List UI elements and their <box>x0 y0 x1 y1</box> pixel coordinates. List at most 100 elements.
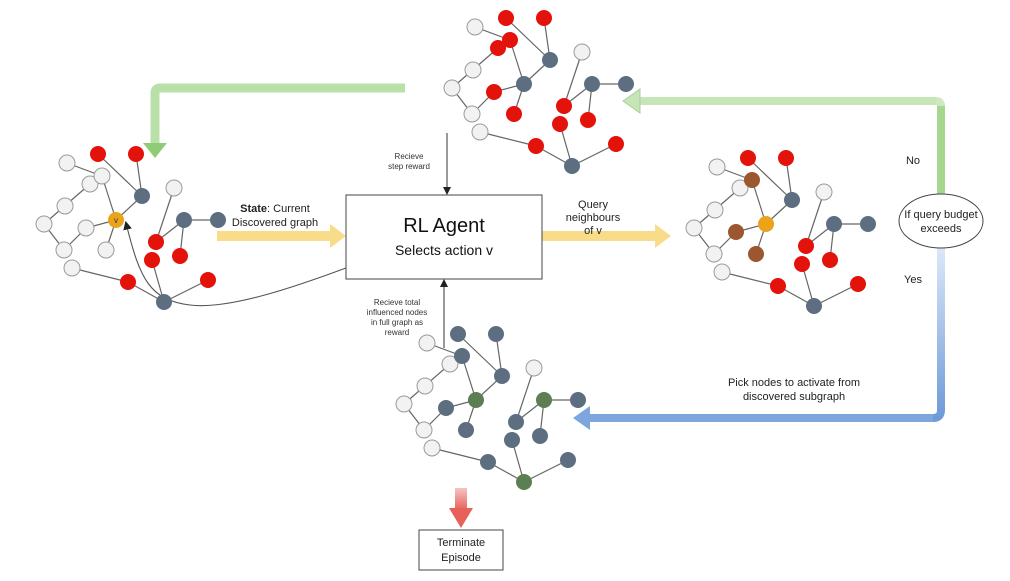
unvisited-node <box>573 43 591 61</box>
discovered-node <box>120 274 136 290</box>
discovered-node <box>794 256 810 272</box>
activated-node <box>468 392 484 408</box>
queried-node <box>134 188 150 204</box>
queried-node <box>532 428 548 444</box>
terminate-arrow <box>449 488 473 528</box>
queried-node <box>480 454 496 470</box>
graph-edge <box>747 157 793 201</box>
queried-node <box>584 76 600 92</box>
step-reward-line2: step reward <box>388 162 430 171</box>
queried-node <box>826 216 842 232</box>
discovered-node <box>506 106 522 122</box>
total-reward-line4: reward <box>385 328 409 337</box>
unvisited-node <box>55 241 73 259</box>
queried-node <box>618 76 634 92</box>
unvisited-node <box>443 79 461 97</box>
unvisited-node <box>395 395 413 413</box>
agent-title: RL Agent <box>403 215 485 237</box>
queried-node <box>542 52 558 68</box>
query-label-line3: of v <box>584 225 602 237</box>
discovered-node <box>552 116 568 132</box>
unvisited-node <box>441 355 459 373</box>
selected-node-label: v <box>114 216 118 225</box>
discovered-node <box>580 112 596 128</box>
graph-edge <box>721 271 779 287</box>
discovered-node <box>608 136 624 152</box>
agent-subtitle: Selects action v <box>395 242 493 258</box>
discovered-node <box>528 138 544 154</box>
discovered-node <box>148 234 164 250</box>
discovered-node <box>144 252 160 268</box>
queried-node <box>504 432 520 448</box>
queried-node <box>806 298 822 314</box>
bottom-graph <box>395 326 586 490</box>
queried-node <box>494 368 510 384</box>
queried-node <box>560 452 576 468</box>
state-label-line1: State: Current <box>240 203 310 215</box>
total-reward-line2: influenced nodes <box>367 308 428 317</box>
state-arrow <box>217 224 346 248</box>
no-branch-arrow <box>622 88 945 195</box>
discovered-node <box>778 150 794 166</box>
unvisited-node <box>463 105 481 123</box>
yes-branch-arrow <box>573 248 945 430</box>
unvisited-node <box>93 167 111 185</box>
right-graph <box>685 150 876 314</box>
unvisited-node <box>81 175 99 193</box>
rl-agent-box: RL Agent Selects action v <box>345 194 543 280</box>
decision-line2: exceeds <box>921 223 962 235</box>
discovered-node <box>486 84 502 100</box>
queried-node <box>508 414 524 430</box>
unvisited-node <box>706 201 724 219</box>
discovered-node <box>502 32 518 48</box>
terminate-box: Terminate Episode <box>418 529 504 571</box>
graph-edge <box>431 447 489 463</box>
terminate-line2: Episode <box>441 552 481 564</box>
action-feedback-curve <box>123 220 347 307</box>
discovered-node <box>172 248 188 264</box>
graph-edge <box>571 143 617 167</box>
unvisited-node <box>471 123 489 141</box>
neighbour-node <box>748 246 764 262</box>
unvisited-node <box>815 183 833 201</box>
queried-node <box>438 400 454 416</box>
no-label: No <box>906 155 920 167</box>
unvisited-node <box>415 421 433 439</box>
discovered-node <box>200 272 216 288</box>
total-reward-line3: in full graph as <box>371 318 423 327</box>
unvisited-node <box>58 154 76 172</box>
budget-decision: If query budget exceeds <box>898 193 984 249</box>
terminate-line1: Terminate <box>437 537 485 549</box>
top-graph <box>443 10 634 174</box>
unvisited-node <box>416 377 434 395</box>
graph-edge <box>563 51 583 107</box>
activated-node <box>536 392 552 408</box>
graph-edge <box>155 187 175 243</box>
unvisited-node <box>56 197 74 215</box>
feedback-arrow-to-state <box>143 83 405 158</box>
unvisited-node <box>97 241 115 259</box>
decision-line1: If query budget <box>904 209 977 221</box>
pick-label-line2: discovered subgraph <box>743 391 845 403</box>
graph-edge <box>71 267 129 283</box>
unvisited-node <box>731 179 749 197</box>
discovered-node <box>850 276 866 292</box>
queried-node <box>564 158 580 174</box>
unvisited-node <box>466 18 484 36</box>
unvisited-node <box>464 61 482 79</box>
total-reward-line1: Recieve total <box>374 298 420 307</box>
queried-node <box>516 76 532 92</box>
queried-node <box>210 212 226 228</box>
query-arrow <box>542 224 671 248</box>
activated-node <box>516 474 532 490</box>
discovered-node <box>128 146 144 162</box>
graph-edge <box>813 283 859 307</box>
state-label-line2: Discovered graph <box>232 217 318 229</box>
queried-node <box>450 326 466 342</box>
discovered-node <box>490 40 506 56</box>
queried-node <box>454 348 470 364</box>
discovered-node <box>498 10 514 26</box>
step-reward-line1: Recieve <box>395 152 424 161</box>
discovered-node <box>798 238 814 254</box>
